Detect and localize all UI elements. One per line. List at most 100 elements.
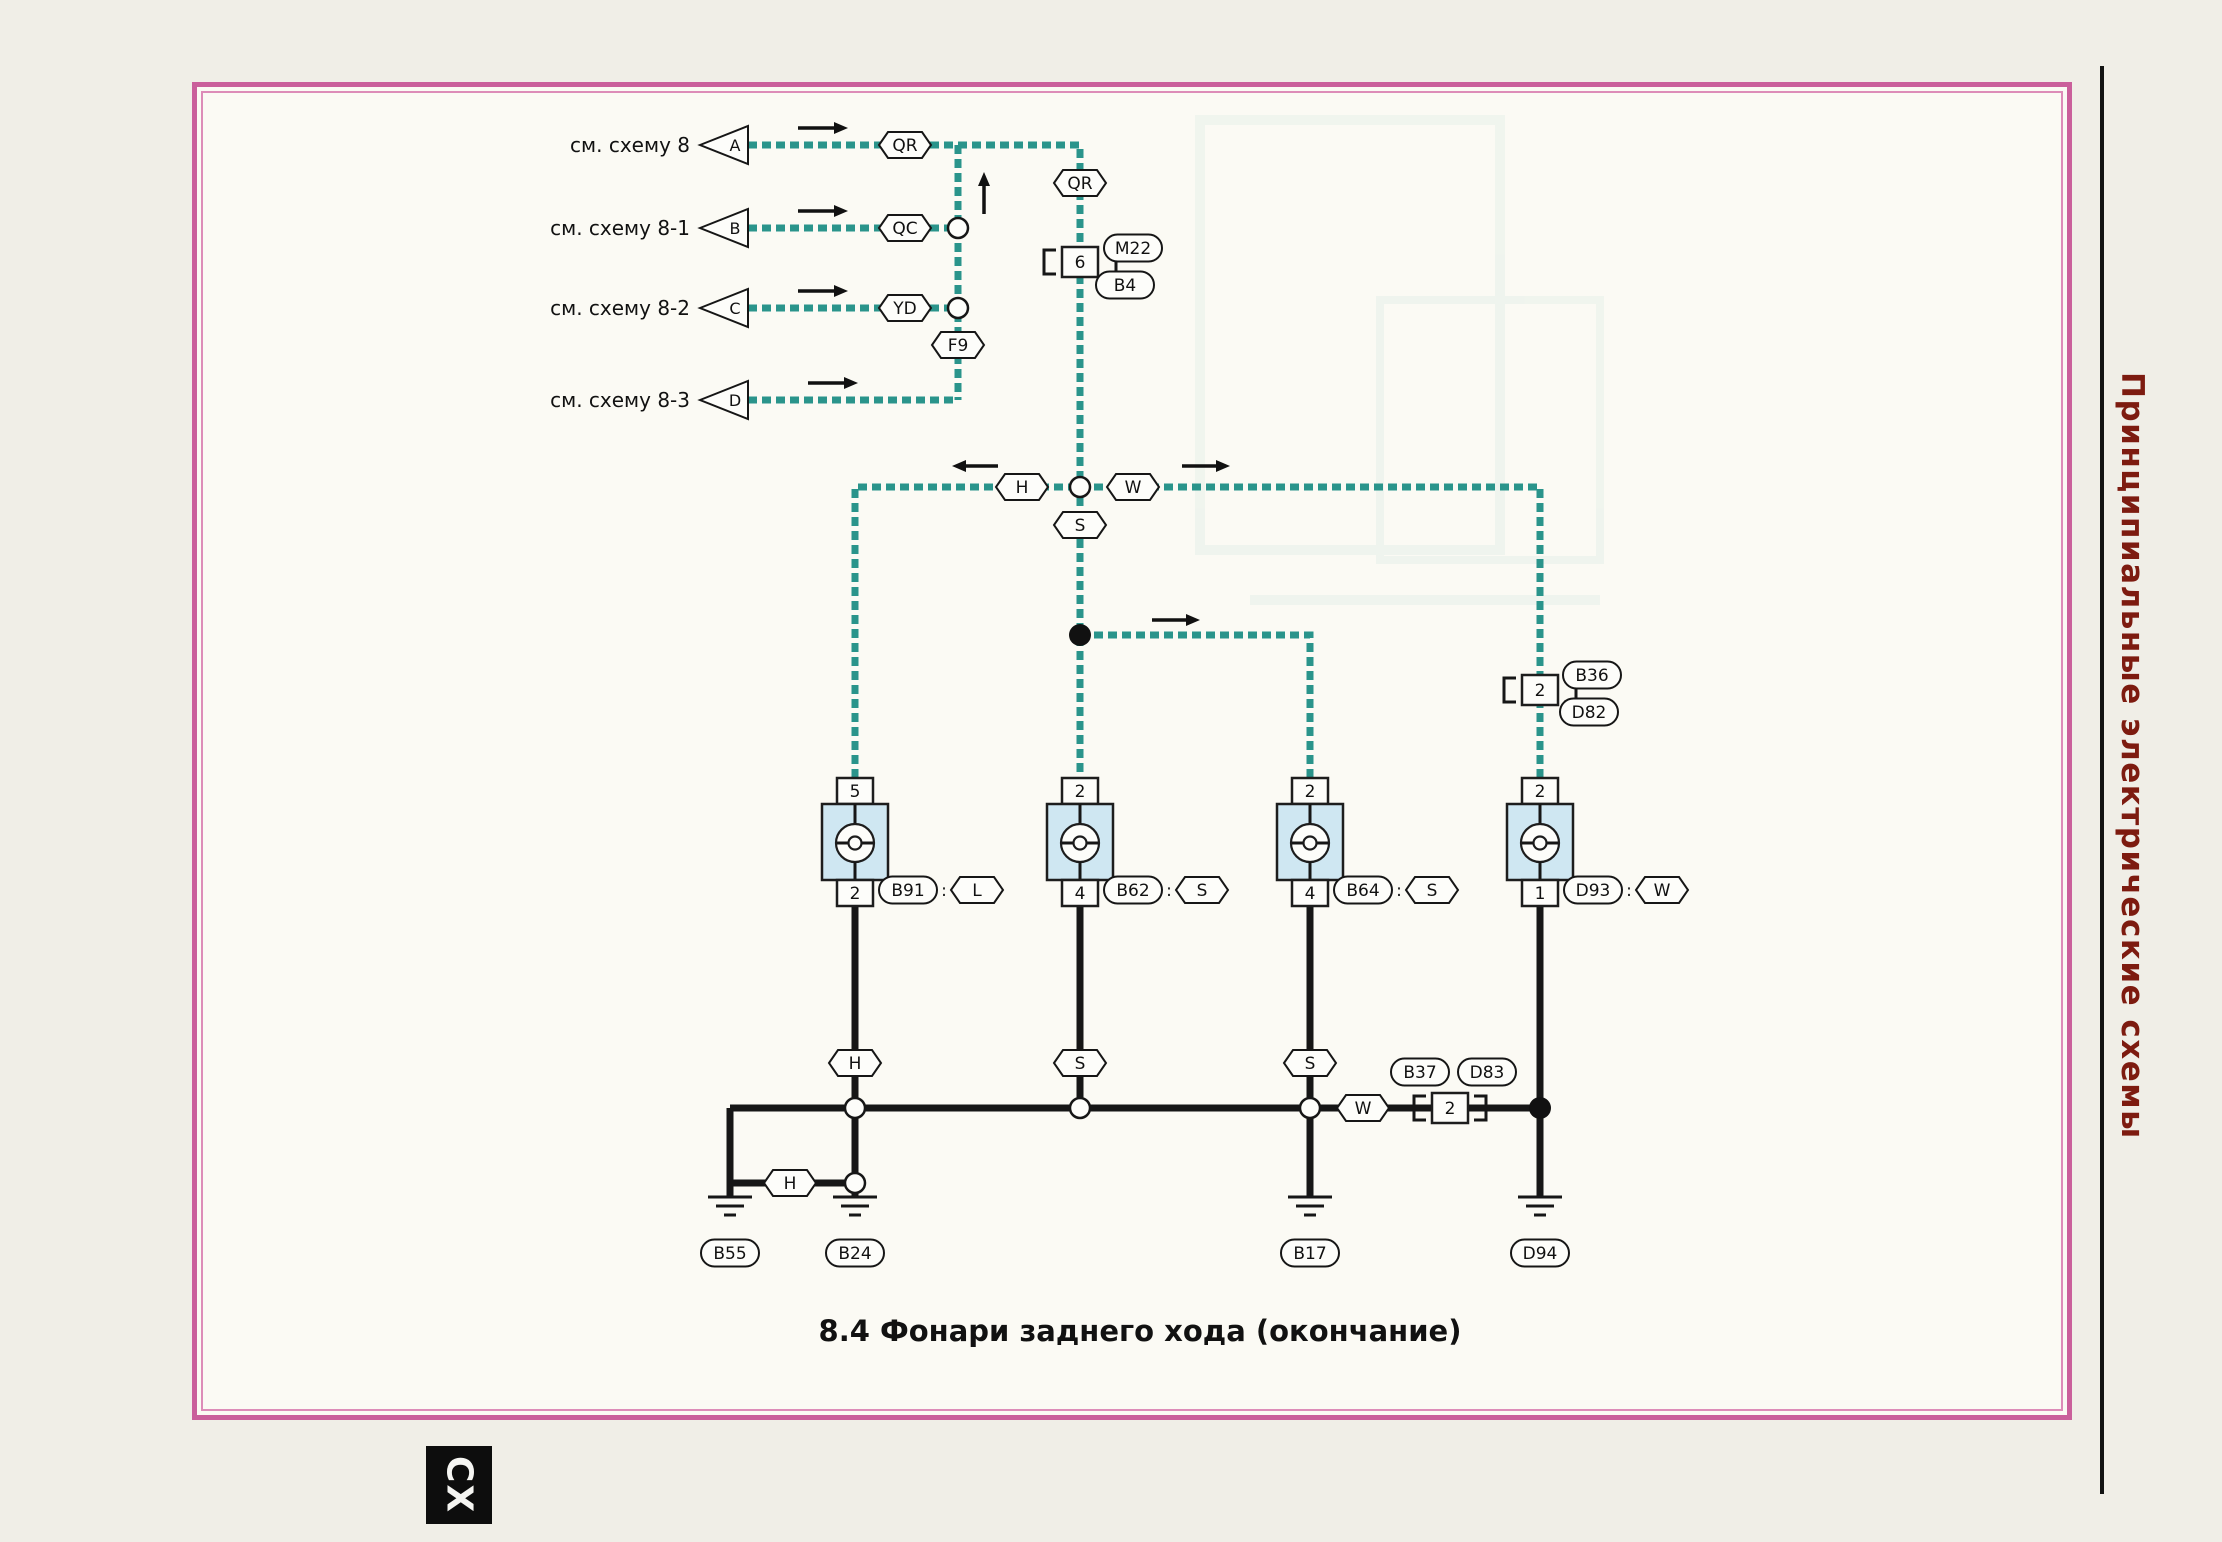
ref-row-a: см. схему 8 A bbox=[570, 124, 749, 166]
lamp-pin-top: 2 bbox=[1535, 782, 1546, 802]
ground-b17: B17 bbox=[1280, 1195, 1340, 1268]
arrow-up-bus bbox=[978, 172, 990, 214]
connector-id-oval bbox=[1095, 270, 1155, 300]
solder-dot-trunk bbox=[1069, 624, 1091, 646]
tag-h-ground: H bbox=[762, 1169, 818, 1197]
svg-text:QR: QR bbox=[1067, 174, 1092, 194]
lamp-b91: 5 2 B91 : L bbox=[820, 776, 1005, 908]
svg-text:S: S bbox=[1075, 1054, 1086, 1074]
lamp-pin-bottom: 1 bbox=[1535, 884, 1546, 904]
tag-qr-trunk: QR bbox=[1052, 169, 1108, 197]
lamp-d93: 2 1 D93 : W bbox=[1505, 776, 1690, 908]
connector-m22-b4: 6 M22 B4 bbox=[1042, 233, 1163, 300]
ref-triangle bbox=[697, 287, 749, 329]
arrow-row-b bbox=[798, 205, 848, 217]
tag-w-bus: W bbox=[1335, 1094, 1391, 1122]
svg-text:H: H bbox=[849, 1054, 862, 1074]
svg-text:B4: B4 bbox=[1114, 276, 1136, 296]
connector-id-oval bbox=[1103, 233, 1163, 263]
lamp-id-oval bbox=[1333, 875, 1393, 905]
svg-text:S: S bbox=[1197, 881, 1208, 901]
lamp-pin-top: 2 bbox=[1305, 782, 1316, 802]
connector-id-oval bbox=[1390, 1057, 1450, 1087]
lamp-pin-bottom: 4 bbox=[1075, 884, 1086, 904]
junction-h-tap bbox=[843, 1171, 867, 1195]
lamp-id-separator: : bbox=[1396, 881, 1402, 901]
tag-s-lamp3: S bbox=[1282, 1049, 1338, 1077]
connector-id-oval bbox=[1457, 1057, 1517, 1087]
svg-text:B37: B37 bbox=[1403, 1063, 1436, 1083]
junction-bus-lamp2 bbox=[1068, 1096, 1092, 1120]
ground-b55: B55 bbox=[700, 1195, 760, 1268]
ground-d94: D94 bbox=[1510, 1195, 1570, 1268]
chapter-sidebar-title: Принципиальные электрические схемы bbox=[2114, 372, 2150, 1140]
arrow-row-a bbox=[798, 122, 848, 134]
tag-s-mid: S bbox=[1052, 511, 1108, 539]
junction-bus-lamp1 bbox=[843, 1096, 867, 1120]
tag-yd: YD bbox=[877, 294, 933, 322]
lamp-pin-top: 5 bbox=[850, 782, 861, 802]
arrow-mid-right bbox=[1182, 460, 1230, 472]
lamp-id-oval bbox=[1103, 875, 1163, 905]
svg-text:H: H bbox=[1016, 478, 1029, 498]
lamp-b64: 2 4 B64 : S bbox=[1275, 776, 1460, 908]
tag-h-mid: H bbox=[994, 473, 1050, 501]
connector-pin: 6 bbox=[1075, 253, 1086, 273]
svg-text:B36: B36 bbox=[1575, 666, 1608, 686]
ref-label: см. схему 8 bbox=[570, 133, 690, 157]
lamp-code-hex bbox=[949, 876, 1005, 904]
connector-id-oval bbox=[1562, 660, 1622, 690]
ref-pin: D bbox=[729, 391, 741, 410]
ref-row-b: см. схему 8-1 B bbox=[550, 207, 749, 249]
wire-row-a-trunk bbox=[748, 141, 1084, 487]
junctions bbox=[843, 216, 1551, 1195]
ground-icon bbox=[708, 1195, 752, 1217]
svg-text:YD: YD bbox=[892, 299, 916, 319]
bleed-through-ghost bbox=[1195, 115, 1604, 605]
arrow-row-c bbox=[798, 285, 848, 297]
lamp-pin-top: 2 bbox=[1075, 782, 1086, 802]
section-corner-tab: СХ bbox=[426, 1446, 492, 1524]
lamp-id-separator: : bbox=[1166, 881, 1172, 901]
ref-triangle bbox=[697, 124, 749, 166]
lamp-b62: 2 4 B62 : S bbox=[1045, 776, 1230, 908]
svg-text:D83: D83 bbox=[1470, 1063, 1505, 1083]
ref-label: см. схему 8-2 bbox=[550, 296, 690, 320]
arrow-row-d bbox=[808, 377, 858, 389]
svg-text:B17: B17 bbox=[1293, 1244, 1326, 1264]
svg-text:B55: B55 bbox=[713, 1244, 746, 1264]
svg-text:W: W bbox=[1355, 1099, 1372, 1119]
tag-w-mid: W bbox=[1105, 473, 1161, 501]
lamp-id-separator: : bbox=[1626, 881, 1632, 901]
ref-triangle bbox=[697, 379, 749, 421]
svg-text:D94: D94 bbox=[1523, 1244, 1558, 1264]
schema-refs: см. схему 8 A см. схему 8-1 B см. схему … bbox=[550, 124, 749, 421]
wire-code-tags: QR QR QC YD F9 H bbox=[762, 131, 1391, 1197]
ref-label: см. схему 8-3 bbox=[550, 388, 690, 412]
ref-row-d: см. схему 8-3 D bbox=[550, 379, 749, 421]
ref-triangle bbox=[697, 207, 749, 249]
svg-text:QR: QR bbox=[892, 136, 917, 156]
junction-row-c bbox=[946, 296, 970, 320]
wire-branch-left-lamp1 bbox=[851, 483, 1080, 778]
tag-f9: F9 bbox=[930, 331, 986, 359]
diagram-frame bbox=[192, 82, 2072, 1420]
connector-id-oval bbox=[1559, 697, 1619, 727]
tag-qr-top: QR bbox=[877, 131, 933, 159]
svg-text:S: S bbox=[1427, 881, 1438, 901]
svg-text:M22: M22 bbox=[1115, 239, 1151, 259]
ground-icon bbox=[1288, 1195, 1332, 1217]
ref-label: см. схему 8-1 bbox=[550, 216, 690, 240]
connector-pin: 2 bbox=[1445, 1099, 1456, 1119]
lamp-id-oval bbox=[878, 875, 938, 905]
junction-row-b bbox=[946, 216, 970, 240]
ref-pin: C bbox=[729, 299, 740, 318]
ref-pin: B bbox=[730, 219, 741, 238]
lamp-id-oval bbox=[1563, 875, 1623, 905]
diagram-frame-inner-line bbox=[201, 91, 2063, 1411]
tag-h-lamp1: H bbox=[827, 1049, 883, 1077]
connector-b36-d82: 2 B36 D82 bbox=[1502, 660, 1622, 727]
svg-text:L: L bbox=[972, 881, 982, 901]
